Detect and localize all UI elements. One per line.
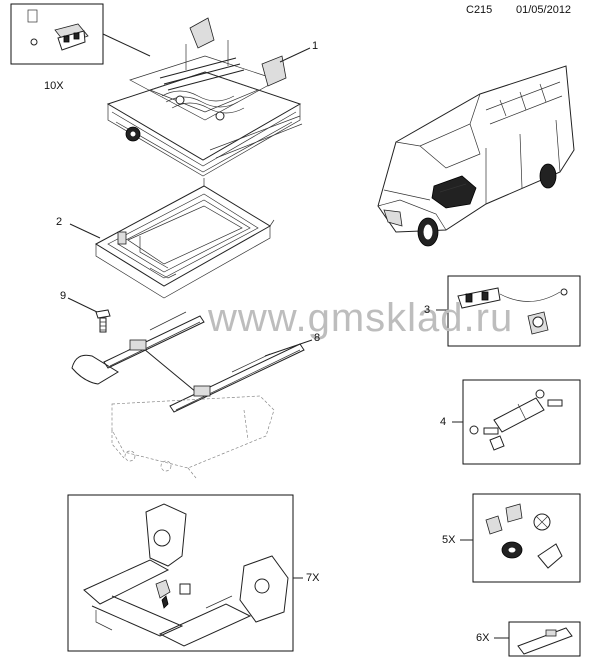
- part-5x-inset: [472, 493, 581, 583]
- callout-1: 1: [312, 40, 319, 52]
- part-3-inset: [447, 275, 581, 347]
- part-7x-inset: [67, 494, 294, 652]
- van-illustration: [377, 65, 575, 247]
- part-4-inset: [462, 379, 581, 465]
- callout-9: 9: [60, 290, 67, 302]
- part-8-seat-rails: [71, 311, 305, 413]
- callout-3: 3: [424, 304, 431, 316]
- part-6x-inset: [508, 621, 581, 657]
- callout-7x: 7X: [306, 572, 320, 584]
- callout-2: 2: [56, 216, 63, 228]
- diagram-date: 01/05/2012: [516, 4, 572, 16]
- watermark: www.gmsklad.ru: [208, 296, 514, 340]
- part-2-seat-tray: [94, 178, 275, 299]
- part-1-seat-base: [106, 17, 303, 177]
- callout-4: 4: [440, 416, 447, 428]
- callout-8: 8: [314, 332, 321, 344]
- callout-6x: 6X: [476, 632, 490, 644]
- seat-outline-dashed: [111, 395, 275, 479]
- callout-5x: 5X: [442, 534, 456, 546]
- callout-10x: 10X: [44, 80, 64, 92]
- part-9-bolt: [95, 309, 111, 333]
- part-10x-inset: [10, 3, 104, 65]
- diagram-code: C215: [466, 4, 493, 16]
